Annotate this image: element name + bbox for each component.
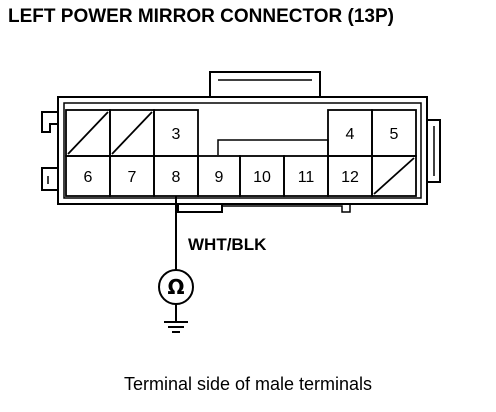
terminal-9-label: 9 [215,169,224,186]
ohm-symbol: Ω [167,275,184,299]
bottom-key [177,204,223,213]
terminal-5-label: 5 [390,126,399,143]
terminal-13-unused-mark [373,157,415,195]
terminal-6-label: 6 [84,169,93,186]
terminal-8-label: 8 [172,169,181,186]
connector-inner-frame [63,102,422,199]
terminal-10-label: 10 [253,169,271,186]
wire-color-label: WHT/BLK [188,235,267,254]
left-clip-lower [41,167,58,191]
terminal-3-label: 3 [172,126,181,143]
terminal-2-unused-mark [111,111,153,155]
center-guide [217,139,329,155]
terminal-1-unused-mark [67,111,109,155]
terminal-4-label: 4 [346,126,355,143]
ground-icon [164,321,188,333]
terminal-13-cell [371,155,417,197]
right-clip [427,119,441,183]
terminal-11-label: 11 [298,169,315,186]
terminal-7-label: 7 [128,169,137,186]
view-caption: Terminal side of male terminals [123,374,373,394]
connector-housing [57,96,428,205]
left-clip-upper [41,111,58,133]
diagram-title: LEFT POWER MIRROR CONNECTOR (13P) [8,6,394,27]
terminal-12-label: 12 [341,169,359,186]
top-lock-tab [209,71,321,97]
